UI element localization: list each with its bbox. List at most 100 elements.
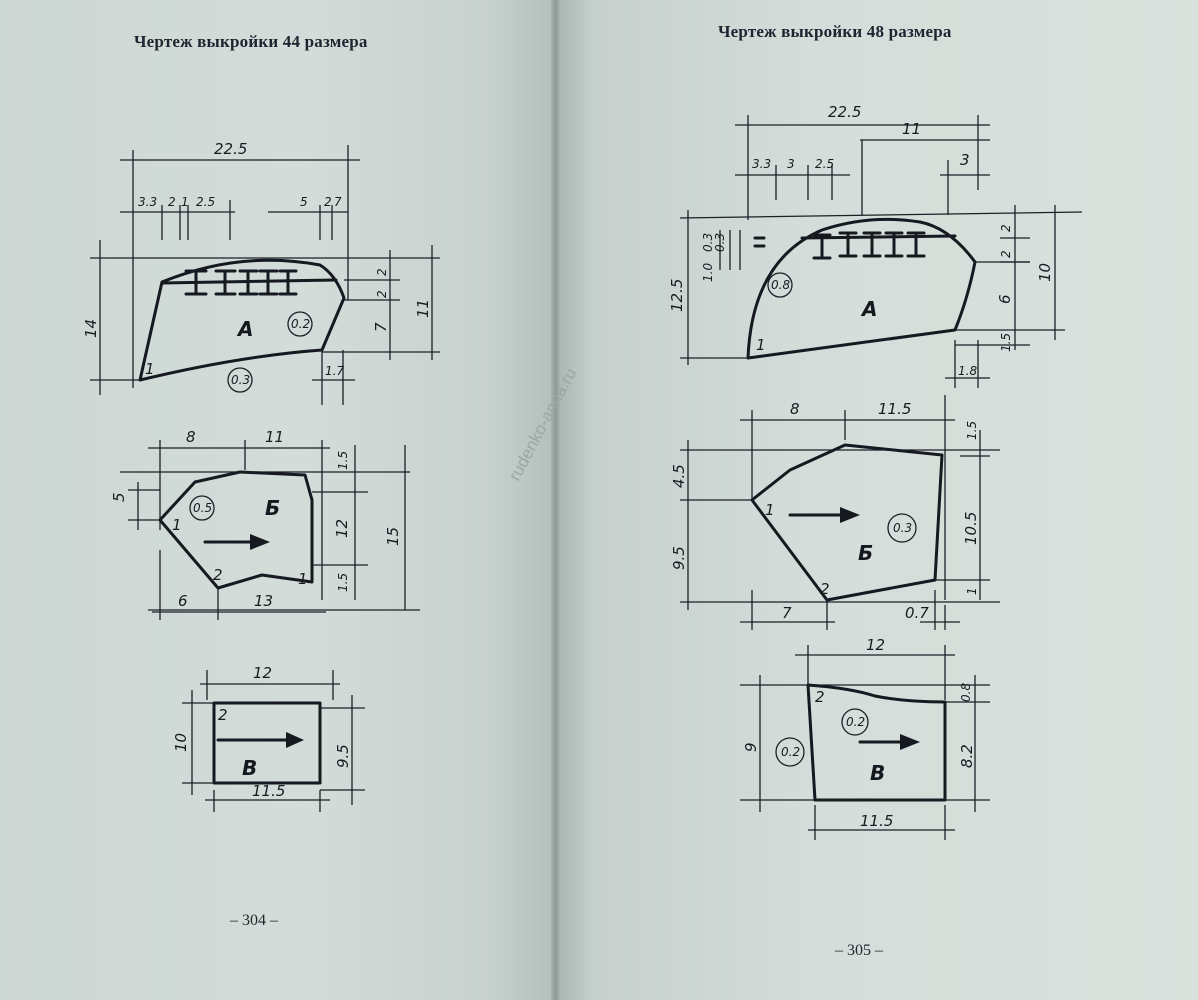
right-piece-b-outline xyxy=(750,443,944,602)
left-v-top: 12 xyxy=(253,664,272,682)
right-a-d1: 3.3 xyxy=(752,157,771,171)
right-a-r4: 10 xyxy=(1036,263,1054,282)
right-b-top2: 11.5 xyxy=(878,400,911,418)
left-piece-a: 22.5 3.3 2 1 2.5 5 2 7 14 2 2 7 11 1.7 А… xyxy=(82,140,440,405)
left-b-point2: 2 xyxy=(213,566,223,584)
left-a-d6: 2 xyxy=(324,195,332,209)
right-piece-a-yoke-line xyxy=(800,234,957,240)
left-b-left: 5 xyxy=(110,492,128,502)
book-gutter xyxy=(551,0,561,1000)
left-a-h2: 2 xyxy=(375,290,389,298)
left-piece-v: 12 10 9.5 11.5 В 2 xyxy=(172,664,365,812)
right-a-l1: 1.0 xyxy=(701,263,715,282)
right-b-rb: 1 xyxy=(965,587,979,595)
right-page-number: – 305 – xyxy=(835,942,883,959)
left-b-r3: 1.5 xyxy=(336,573,350,592)
right-v-tr: 0.8 xyxy=(959,683,973,702)
left-b-label: Б xyxy=(265,496,280,520)
right-a-d4: 3 xyxy=(960,151,970,169)
right-a-d11: 11 xyxy=(902,120,921,138)
right-a-circle1 xyxy=(767,272,793,298)
right-v-circle2-text: 0.2 xyxy=(846,715,865,729)
right-b-label: Б xyxy=(858,541,873,565)
right-b-right: 10.5 xyxy=(962,512,980,545)
left-b-top2: 11 xyxy=(265,428,284,446)
left-a-point1: 1 xyxy=(145,360,155,378)
right-v-circle1 xyxy=(775,737,805,767)
right-b-tr: 1.5 xyxy=(965,421,979,440)
left-v-left: 10 xyxy=(172,733,190,752)
right-a-d3: 2.5 xyxy=(815,157,834,171)
right-a-r3: 6 xyxy=(996,294,1014,304)
left-piece-b-outline xyxy=(158,470,314,590)
left-piece-a-gathers xyxy=(184,269,298,296)
left-a-d7: 7 xyxy=(334,195,342,209)
right-v-bottom: 11.5 xyxy=(860,812,893,830)
right-piece-b: 8 11.5 1.5 4.5 9.5 10.5 1 7 0.7 Б 1 2 0.… xyxy=(670,395,1000,630)
left-b-point1: 1 xyxy=(172,516,182,534)
left-a-d5: 5 xyxy=(300,195,308,209)
left-a-circle2 xyxy=(227,367,253,393)
right-v-circle1-text: 0.2 xyxy=(781,745,800,759)
left-a-h3: 7 xyxy=(372,322,390,332)
left-a-d2: 2 xyxy=(168,195,176,209)
left-v-right: 9.5 xyxy=(334,744,352,768)
left-piece-b: 8 11 5 1.5 12 1.5 15 6 13 Б 1 2 1 0.5 xyxy=(110,428,420,620)
left-a-d4: 2.5 xyxy=(196,195,215,209)
right-b-bot1: 7 xyxy=(782,604,792,622)
right-b-left2: 9.5 xyxy=(670,546,688,570)
right-b-point2: 2 xyxy=(820,580,830,598)
right-b-circle1 xyxy=(887,513,917,543)
left-a-label: А xyxy=(236,317,253,341)
right-v-top: 12 xyxy=(866,636,885,654)
right-v-right: 8.2 xyxy=(958,744,976,768)
left-a-circle1-text: 0.2 xyxy=(291,317,310,331)
left-b-circle1-text: 0.5 xyxy=(193,501,212,515)
right-a-label: А xyxy=(860,297,877,321)
right-v-label: В xyxy=(870,761,885,785)
right-b-circle1-text: 0.3 xyxy=(893,521,912,535)
left-b-circle1 xyxy=(189,495,215,521)
right-a-circle1-text: 0.8 xyxy=(771,278,790,292)
left-a-d1: 3.3 xyxy=(138,195,157,209)
left-a-height: 14 xyxy=(82,319,100,338)
right-b-bot2: 0.7 xyxy=(905,604,929,622)
right-a-width: 22.5 xyxy=(828,103,861,121)
right-a-r1: 2 xyxy=(999,224,1013,232)
right-piece-a: 22.5 11 3.3 3 2.5 3 12.5 1.0 0.3 0.3 2 2… xyxy=(668,103,1083,388)
right-a-r2: 2 xyxy=(999,250,1013,258)
right-a-l2: 0.3 xyxy=(701,233,715,252)
right-a-point1: 1 xyxy=(756,336,766,354)
left-b-point3: 1 xyxy=(298,570,308,588)
left-b-top1: 8 xyxy=(186,428,196,446)
right-v-point2: 2 xyxy=(815,688,825,706)
left-page-number: – 304 – xyxy=(230,912,278,929)
left-a-h4: 11 xyxy=(414,299,432,318)
right-a-l3: 0.3 xyxy=(713,233,727,252)
right-b-top1: 8 xyxy=(790,400,800,418)
right-page-title: Чертеж выкройки 48 размера xyxy=(718,22,952,41)
right-a-r5: 1.5 xyxy=(999,333,1013,352)
left-a-bottom: 1.7 xyxy=(325,364,344,378)
right-v-left: 9 xyxy=(742,742,760,752)
left-v-label: В xyxy=(242,756,257,780)
left-b-r2: 12 xyxy=(333,519,351,538)
left-v-point2: 2 xyxy=(218,706,228,724)
left-b-r1: 1.5 xyxy=(336,451,350,470)
right-piece-v: 12 9 8.2 0.8 11.5 В 2 0.2 0.2 xyxy=(740,636,990,840)
left-b-r4: 15 xyxy=(384,527,402,546)
right-v-circle2 xyxy=(841,708,869,736)
right-a-bottom: 1.8 xyxy=(958,364,977,378)
right-b-left1: 4.5 xyxy=(670,464,688,488)
left-piece-v-outline xyxy=(212,701,322,785)
right-a-left: 12.5 xyxy=(668,279,686,312)
left-a-circle1 xyxy=(287,311,313,337)
right-page xyxy=(556,0,1198,1000)
left-a-d3: 1 xyxy=(181,195,189,209)
right-piece-v-outline xyxy=(806,683,947,802)
left-a-circle2-text: 0.3 xyxy=(231,373,250,387)
left-b-bot2: 13 xyxy=(254,592,273,610)
left-a-width: 22.5 xyxy=(214,140,247,158)
left-page-title: Чертеж выкройки 44 размера xyxy=(134,32,368,51)
